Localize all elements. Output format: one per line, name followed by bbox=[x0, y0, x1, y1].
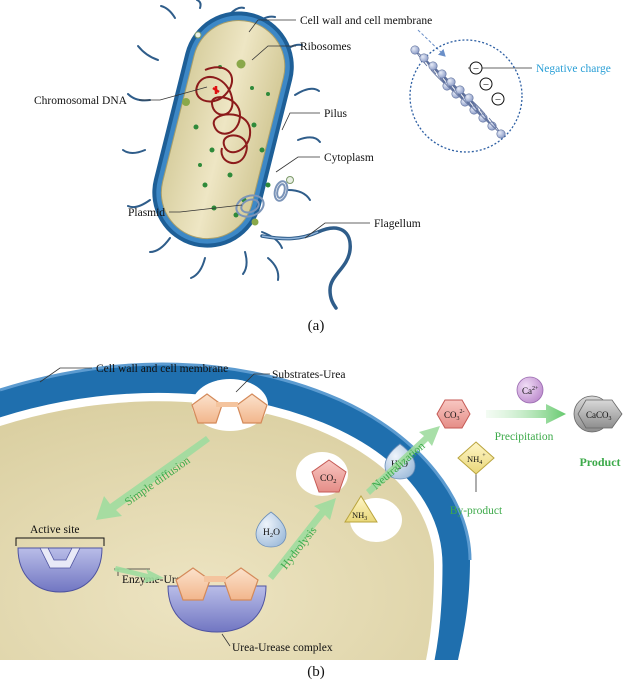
nh4-ion: NH4+ bbox=[457, 441, 495, 475]
negative-charges: − − − bbox=[469, 61, 505, 106]
charge-symbol: − bbox=[495, 94, 501, 106]
precipitation-arrow: Precipitation bbox=[486, 404, 566, 443]
urea-substrate bbox=[191, 393, 268, 424]
label-by-product: By-product bbox=[450, 505, 503, 517]
co3-ion: CO32- bbox=[436, 399, 471, 429]
leader-lines-a bbox=[139, 19, 532, 239]
label-active-site: Active site bbox=[30, 524, 80, 536]
label-flagellum: Flagellum bbox=[374, 218, 421, 230]
svg-text:CaCO3: CaCO3 bbox=[586, 410, 612, 422]
label-complex: Urea-Urease complex bbox=[232, 642, 333, 654]
label-plasmid: Plasmid bbox=[128, 207, 165, 219]
label-cytoplasm: Cytoplasm bbox=[324, 152, 374, 164]
charge-symbol: − bbox=[473, 63, 479, 75]
panel-b: Cell wall and cell membrane Substrates-U… bbox=[0, 362, 623, 680]
label-chromosomal-dna: Chromosomal DNA bbox=[34, 95, 128, 107]
svg-text:H2O: H2O bbox=[263, 528, 280, 539]
chromosomal-dna bbox=[195, 66, 252, 165]
lipid-head bbox=[455, 85, 465, 95]
lipid-bilayer bbox=[410, 45, 506, 139]
label-cell-wall-b: Cell wall and cell membrane bbox=[96, 363, 228, 375]
panel-a: Cell wall and cell membrane Ribosomes Ch… bbox=[34, 0, 611, 334]
charge-symbol: − bbox=[483, 79, 489, 91]
caption-b: (b) bbox=[307, 664, 325, 680]
lipid-head bbox=[428, 61, 438, 71]
label-cell-wall-a: Cell wall and cell membrane bbox=[300, 15, 432, 27]
pili bbox=[122, 0, 321, 281]
calcium-ion: Ca2+ bbox=[516, 376, 544, 404]
label-pilus: Pilus bbox=[324, 108, 348, 120]
bacterium-cell bbox=[152, 11, 294, 248]
svg-text:NH3: NH3 bbox=[352, 510, 367, 522]
lipid-head bbox=[410, 45, 420, 55]
label-negative-charge: Negative charge bbox=[536, 63, 611, 75]
lipid-head bbox=[446, 77, 456, 87]
lipid-head bbox=[437, 69, 447, 79]
label-precipitation: Precipitation bbox=[495, 431, 554, 443]
label-ribosomes: Ribosomes bbox=[300, 41, 352, 53]
lipid-head bbox=[496, 129, 506, 139]
membrane-zoom: − − − Negative charge bbox=[409, 29, 611, 153]
caption-a: (a) bbox=[308, 318, 325, 334]
binding-arrow bbox=[114, 566, 164, 583]
urea-urease-complex bbox=[167, 567, 267, 633]
ribosomes bbox=[182, 59, 271, 226]
lipid-head bbox=[419, 53, 429, 63]
co2-molecule: CO2 bbox=[311, 459, 347, 493]
enzyme-urease bbox=[17, 547, 103, 593]
water-drop-1: H2O bbox=[255, 511, 287, 548]
plasmids bbox=[235, 180, 289, 218]
lipid-head bbox=[464, 93, 474, 103]
label-substrates: Substrates-Urea bbox=[272, 369, 345, 381]
svg-text:CO2: CO2 bbox=[320, 474, 336, 485]
svg-text:Ca2+: Ca2+ bbox=[522, 386, 539, 396]
caco3-product: CaCO3 bbox=[573, 395, 623, 433]
label-product: Product bbox=[579, 455, 620, 469]
svg-text:NH4+: NH4+ bbox=[467, 453, 486, 466]
nh3-molecule: NH3 bbox=[344, 495, 378, 523]
svg-text:CO32-: CO32- bbox=[444, 409, 465, 422]
